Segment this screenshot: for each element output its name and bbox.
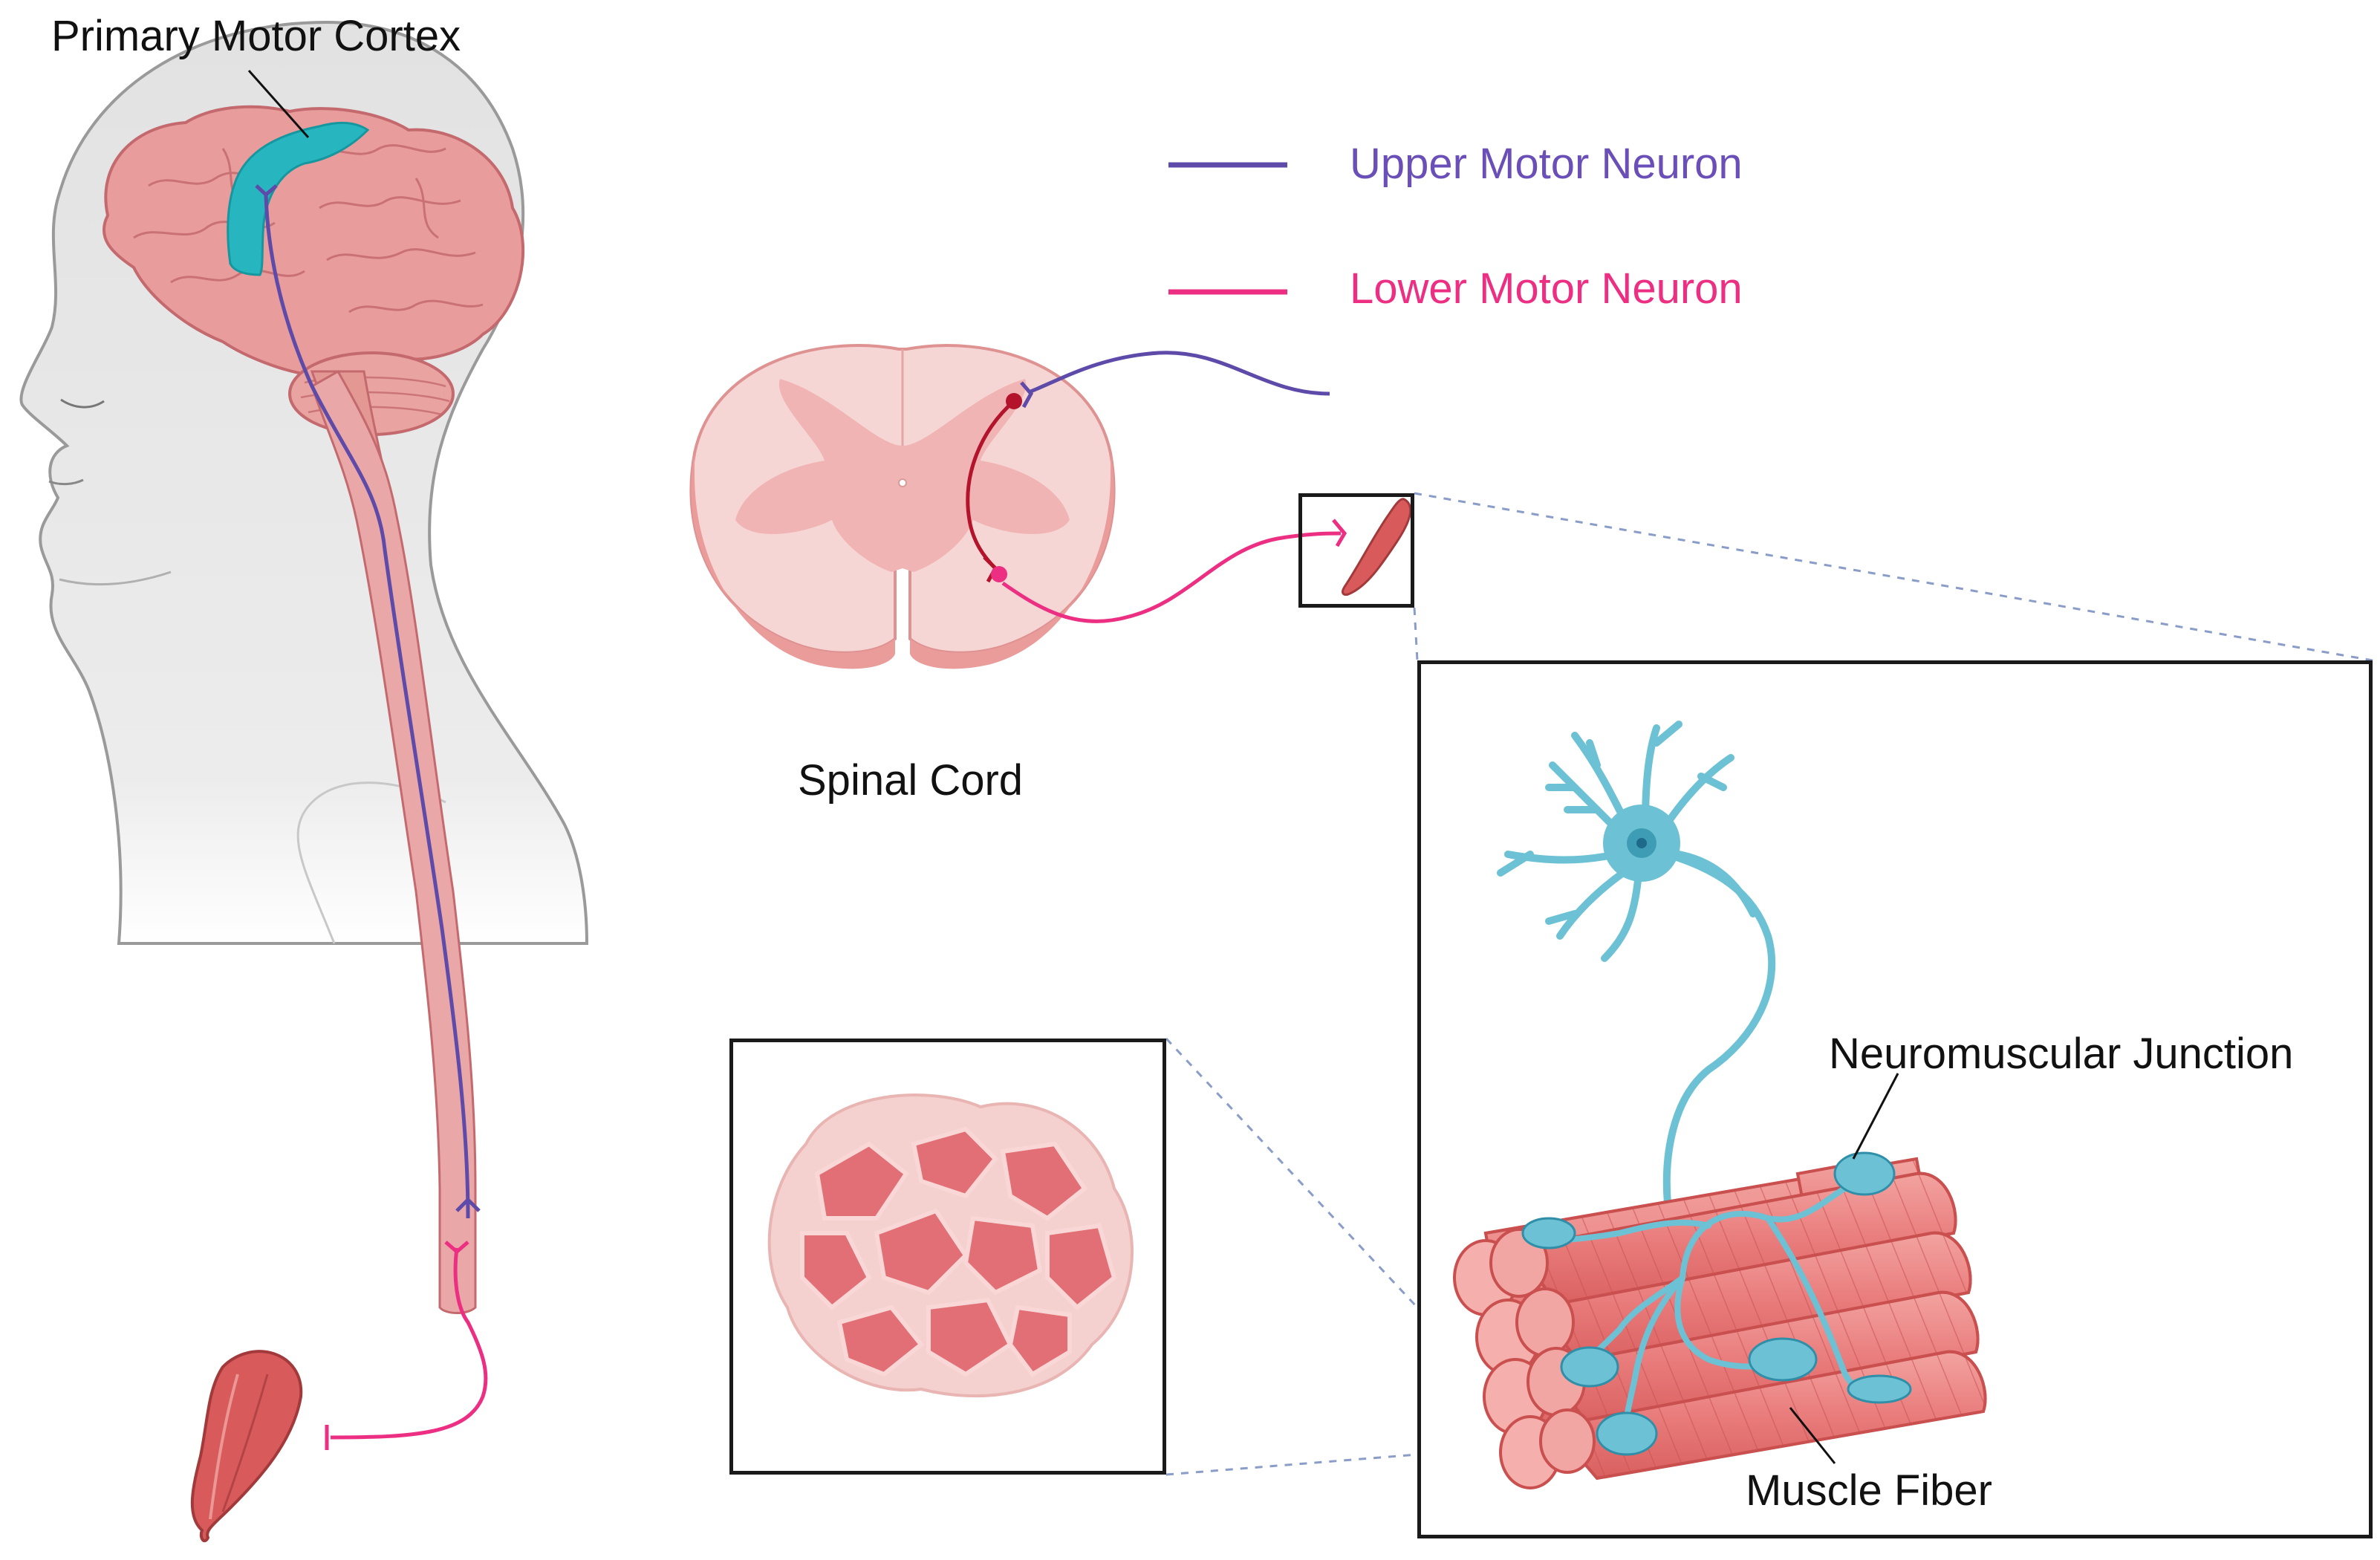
upper-motor-neuron-terminal-top bbox=[255, 184, 278, 198]
small-muscle-icon bbox=[1342, 498, 1412, 596]
lower-motor-neuron-output-terminal bbox=[1332, 519, 1347, 547]
spinal-cord-label: Spinal Cord bbox=[798, 756, 1024, 805]
muscle-fiber-label: Muscle Fiber bbox=[1746, 1466, 1992, 1515]
lower-motor-neuron-soma bbox=[991, 566, 1007, 582]
muscle-fiber-leader-line bbox=[1789, 1407, 1836, 1464]
zoom-connector-lines bbox=[1165, 492, 2373, 1476]
legend-upper-motor-neuron-label: Upper Motor Neuron bbox=[1350, 140, 1743, 188]
primary-motor-cortex-region bbox=[227, 122, 370, 276]
upper-motor-neuron-input bbox=[1028, 351, 1330, 396]
lower-motor-neuron-output bbox=[1001, 531, 1342, 623]
neuron-nucleolus bbox=[1636, 838, 1647, 848]
muscle-cross-section bbox=[767, 1093, 1134, 1398]
nmj-leader-line bbox=[1852, 1073, 1899, 1160]
small-zoom-box bbox=[1298, 493, 1414, 608]
legend-lower-motor-neuron-label: Lower Motor Neuron bbox=[1350, 264, 1743, 313]
lower-motor-neuron-terminal-top bbox=[444, 1241, 469, 1255]
lower-motor-neuron-path bbox=[330, 1247, 488, 1440]
spinal-cord-column bbox=[310, 369, 477, 1314]
muscle-cross-section-box bbox=[729, 1039, 1166, 1475]
upper-motor-neuron-input-terminal bbox=[1020, 381, 1034, 409]
muscle-icon bbox=[190, 1350, 303, 1543]
upper-motor-neuron-terminal-bottom bbox=[455, 1197, 481, 1212]
spinal-cord-cross-section bbox=[689, 344, 1116, 669]
motor-cortex-leader-line bbox=[247, 70, 310, 138]
neuromuscular-inset-box bbox=[1417, 660, 2373, 1538]
interneuron-soma-top bbox=[1006, 393, 1022, 409]
neuromuscular-junction-label: Neuromuscular Junction bbox=[1829, 1030, 2294, 1078]
upper-motor-neuron-path bbox=[264, 194, 470, 1219]
neuromuscular-junctions bbox=[1521, 1151, 1912, 1456]
interneuron-path bbox=[966, 400, 1015, 570]
primary-motor-cortex-label: Primary Motor Cortex bbox=[51, 12, 461, 60]
